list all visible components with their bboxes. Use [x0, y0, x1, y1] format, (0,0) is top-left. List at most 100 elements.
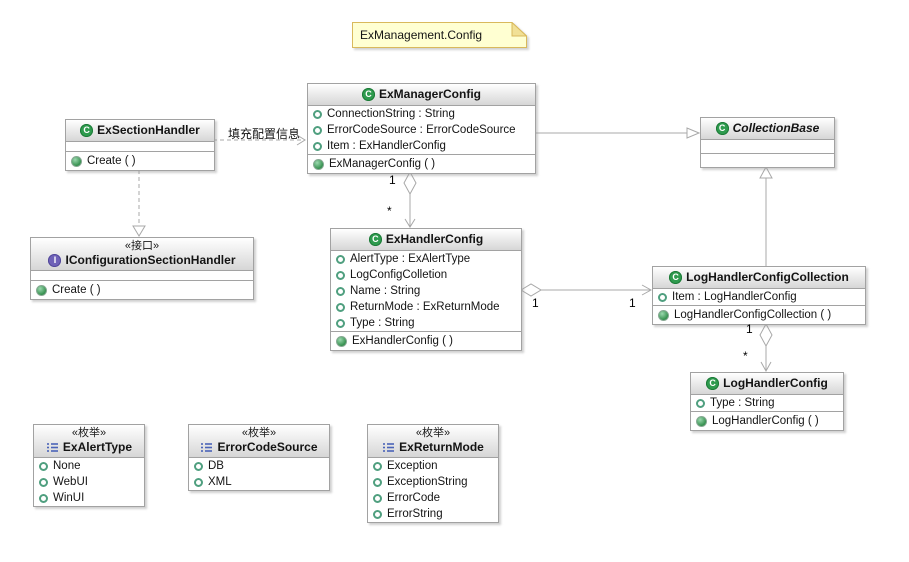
generalization-loghandlerconfigcollection-to-collectionbase[interactable] [759, 165, 773, 266]
property-row: Type : String [691, 395, 843, 411]
enum-icon [200, 441, 213, 454]
enum-value-label: None [53, 460, 81, 472]
enum-name: ExReturnMode [399, 440, 484, 454]
note-text: ExManagement.Config [360, 28, 483, 42]
class-name: ExSectionHandler [97, 123, 200, 137]
enum-icon [46, 441, 59, 454]
properties-section: ConnectionString : String ErrorCodeSourc… [308, 105, 535, 154]
property-icon [313, 141, 322, 151]
property-icon [336, 318, 345, 328]
enum-value-icon [39, 477, 48, 487]
property-label: Item : LogHandlerConfig [672, 291, 797, 303]
enum-value-label: ExceptionString [387, 476, 468, 488]
class-header: C LogHandlerConfig [691, 373, 843, 394]
multiplicity-target: * [387, 204, 392, 218]
enum-value-row: WebUI [34, 474, 144, 490]
method-icon [36, 284, 47, 296]
property-label: Type : String [350, 317, 415, 329]
property-label: ReturnMode : ExReturnMode [350, 301, 500, 313]
generalization-exmanagerconfig-to-collectionbase[interactable] [534, 127, 701, 139]
class-header: C ExHandlerConfig [331, 229, 521, 250]
methods-section: ExHandlerConfig ( ) [331, 331, 521, 350]
enum-name: ErrorCodeSource [217, 440, 318, 454]
dependency-label: 填充配置信息 [227, 127, 300, 141]
property-row: Name : String [331, 283, 521, 299]
enum-value-row: ExceptionString [368, 474, 498, 490]
interface-name: IConfigurationSectionHandler [65, 253, 236, 267]
enum-ex-alert-type[interactable]: «枚举» ExAlertType None WebUI WinUI [33, 424, 145, 507]
realization-exsectionhandler-to-iconfigurationsectionhandler[interactable] [132, 163, 146, 237]
method-icon [71, 155, 82, 167]
values-section: None WebUI WinUI [34, 457, 144, 506]
enum-value-label: ErrorCode [387, 492, 441, 504]
methods-section: ExManagerConfig ( ) [308, 154, 535, 173]
values-section: Exception ExceptionString ErrorCode Erro… [368, 457, 498, 522]
properties-section-empty [31, 270, 253, 280]
aggregation-loghandlerconfigcollection-to-loghandlerconfig[interactable] [759, 322, 773, 373]
enum-error-code-source[interactable]: «枚举» ErrorCodeSource DB XML [188, 424, 330, 491]
method-row: LogHandlerConfigCollection ( ) [653, 306, 865, 324]
class-ex-handler-config[interactable]: C ExHandlerConfig AlertType : ExAlertTyp… [330, 228, 522, 351]
method-icon [696, 415, 707, 427]
stereotype-label: «接口» [124, 240, 160, 252]
property-label: ErrorCodeSource : ErrorCodeSource [327, 124, 516, 136]
interface-header: «接口» I IConfigurationSectionHandler [31, 238, 253, 270]
multiplicity-source: 1 [532, 296, 539, 310]
enum-value-icon [194, 477, 203, 487]
class-icon: C [706, 377, 720, 390]
class-icon: C [80, 124, 94, 137]
class-name: LogHandlerConfig [723, 376, 828, 390]
class-header: C ExManagerConfig [308, 84, 535, 105]
method-row: ExManagerConfig ( ) [308, 155, 535, 173]
properties-section-empty [701, 139, 834, 153]
aggregation-exmanagerconfig-to-exhandlerconfig[interactable] [403, 170, 417, 228]
multiplicity-source: 1 [746, 322, 753, 336]
enum-value-label: DB [208, 460, 224, 472]
note-shape[interactable]: ExManagement.Config [352, 21, 528, 48]
method-label: ExManagerConfig ( ) [329, 158, 436, 170]
enum-value-row: ErrorString [368, 506, 498, 522]
property-label: Type : String [710, 397, 775, 409]
enum-value-row: WinUI [34, 490, 144, 506]
enum-ex-return-mode[interactable]: «枚举» ExReturnMode Exception ExceptionStr… [367, 424, 499, 523]
property-icon [336, 254, 345, 264]
class-header: C LogHandlerConfigCollection [653, 267, 865, 288]
enum-value-row: DB [189, 458, 329, 474]
class-name: ExManagerConfig [378, 87, 481, 101]
class-ex-section-handler[interactable]: C ExSectionHandler Create ( ) [65, 119, 215, 171]
enum-value-icon [373, 493, 382, 503]
values-section: DB XML [189, 457, 329, 490]
aggregation-exhandlerconfig-to-loghandlerconfigcollection[interactable] [520, 283, 653, 297]
class-icon: C [368, 233, 382, 246]
enum-value-icon [373, 461, 382, 471]
enum-value-label: XML [208, 476, 232, 488]
methods-section: Create ( ) [31, 280, 253, 299]
class-log-handler-config-collection[interactable]: C LogHandlerConfigCollection Item : LogH… [652, 266, 866, 325]
property-icon [696, 398, 705, 408]
properties-section: Type : String [691, 394, 843, 411]
enum-header: «枚举» ExReturnMode [368, 425, 498, 457]
class-icon: C [715, 122, 729, 135]
interface-iconfiguration-section-handler[interactable]: «接口» I IConfigurationSectionHandler Crea… [30, 237, 254, 300]
method-icon [313, 158, 324, 170]
method-label: Create ( ) [87, 155, 136, 167]
property-icon [658, 292, 667, 302]
class-collection-base[interactable]: C CollectionBase [700, 117, 835, 168]
class-name: ExHandlerConfig [385, 232, 484, 246]
enum-value-icon [39, 461, 48, 471]
method-label: ExHandlerConfig ( ) [352, 335, 453, 347]
class-icon: C [669, 271, 683, 284]
enum-header: «枚举» ExAlertType [34, 425, 144, 457]
method-icon [658, 309, 669, 321]
method-row: ExHandlerConfig ( ) [331, 332, 521, 350]
class-log-handler-config[interactable]: C LogHandlerConfig Type : String LogHand… [690, 372, 844, 431]
enum-value-label: Exception [387, 460, 438, 472]
methods-section: LogHandlerConfig ( ) [691, 411, 843, 430]
methods-section: Create ( ) [66, 151, 214, 170]
property-row: LogConfigColletion [331, 267, 521, 283]
stereotype-label: «枚举» [71, 427, 107, 439]
class-ex-manager-config[interactable]: C ExManagerConfig ConnectionString : Str… [307, 83, 536, 174]
enum-value-row: None [34, 458, 144, 474]
property-icon [336, 270, 345, 280]
